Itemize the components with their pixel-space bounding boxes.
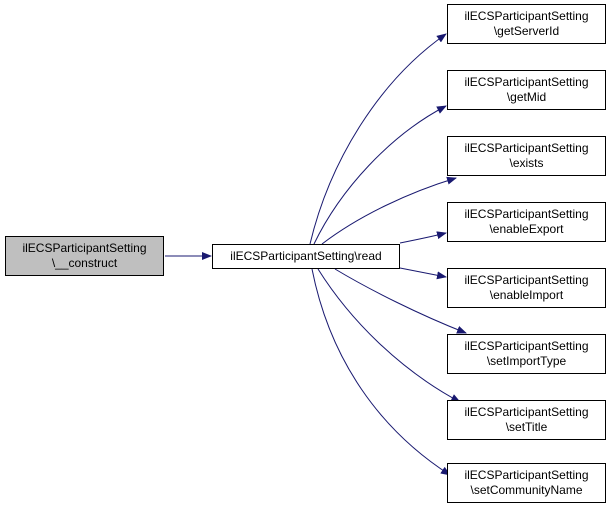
node-enable-export[interactable]: ilECSParticipantSetting \enableExport [447,202,606,242]
node-set-community-name-line2: \setCommunityName [470,483,583,497]
node-enable-export-line2: \enableExport [489,222,564,236]
node-read[interactable]: ilECSParticipantSetting\read [212,244,400,269]
node-read-line1: ilECSParticipantSetting\read [230,249,382,263]
node-set-import-type[interactable]: ilECSParticipantSetting \setImportType [447,334,606,374]
edge-read-to-enableimport [399,267,447,280]
node-enable-import-line2: \enableImport [489,288,564,302]
node-construct-line1: ilECSParticipantSetting [22,241,147,255]
node-get-server-id-line2: \getServerId [493,24,560,38]
node-exists-line2: \exists [509,156,544,170]
node-get-mid[interactable]: ilECSParticipantSetting \getMid [447,70,606,110]
node-set-title-line2: \setTitle [505,420,548,434]
edge-read-to-setcommunityname [311,268,451,476]
edge-read-to-settitle [317,268,461,403]
node-get-mid-line1: ilECSParticipantSetting [464,75,589,89]
edge-read-to-getmid [313,105,447,245]
edge-read-to-setimporttype [334,268,467,334]
edge-read-to-getserverid [309,33,447,245]
edge-read-to-exists [321,176,457,245]
node-enable-export-line1: ilECSParticipantSetting [464,207,589,221]
edge-read-to-enableexport [399,231,447,244]
node-get-server-id[interactable]: ilECSParticipantSetting \getServerId [447,4,606,44]
node-set-community-name-line1: ilECSParticipantSetting [464,468,589,482]
node-construct[interactable]: ilECSParticipantSetting \__construct [5,236,164,276]
node-enable-import-line1: ilECSParticipantSetting [464,273,589,287]
node-set-title[interactable]: ilECSParticipantSetting \setTitle [447,400,606,440]
node-exists[interactable]: ilECSParticipantSetting \exists [447,136,606,176]
node-set-community-name[interactable]: ilECSParticipantSetting \setCommunityNam… [447,463,606,503]
node-set-import-type-line1: ilECSParticipantSetting [464,339,589,353]
node-enable-import[interactable]: ilECSParticipantSetting \enableImport [447,268,606,308]
node-set-title-line1: ilECSParticipantSetting [464,405,589,419]
node-construct-line2: \__construct [51,256,118,270]
node-exists-line1: ilECSParticipantSetting [464,141,589,155]
node-get-mid-line2: \getMid [506,90,547,104]
node-get-server-id-line1: ilECSParticipantSetting [464,9,589,23]
node-set-import-type-line2: \setImportType [486,354,567,368]
